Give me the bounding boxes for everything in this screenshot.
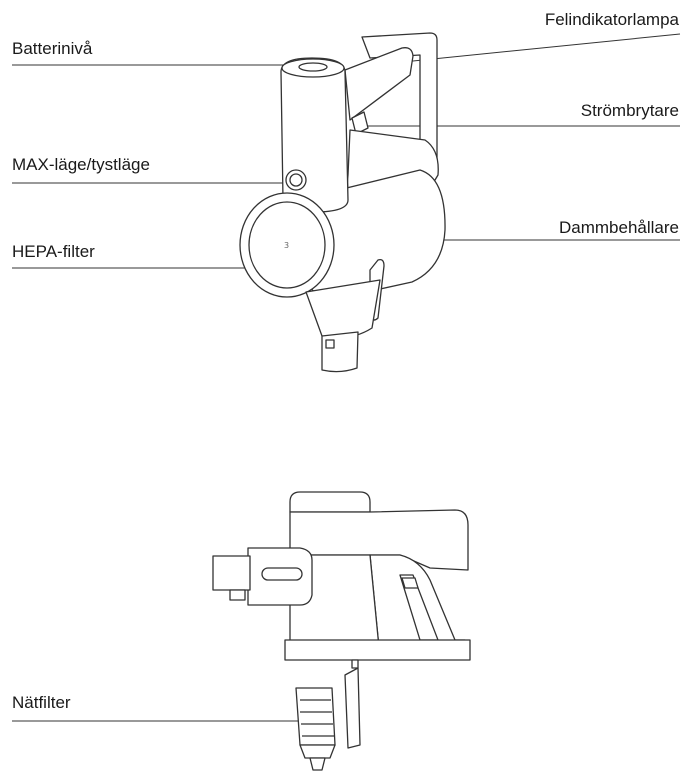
label-batteriniva: Batterinivå [12,39,93,58]
label-strombrytare: Strömbrytare [580,101,679,120]
label-felindikatorlampa: Felindikatorlampa [544,10,679,29]
side-nozzle [212,555,251,591]
label-max-lage: MAX-läge/tystläge [12,155,150,174]
battery-indicator [298,62,328,72]
front-slot [261,567,303,581]
battery-cap [289,491,371,513]
handle-grip [344,47,414,121]
base [284,639,471,661]
side-trigger [401,577,419,589]
vacuum-main-unit-top: 3 [239,32,446,373]
trigger [351,111,369,135]
svg-text:3: 3 [284,241,289,250]
nozzle-tip [321,331,359,373]
vacuum-main-unit-side [212,491,471,771]
label-hepa-filter: HEPA-filter [12,242,95,261]
label-dammbehallare: Dammbehållare [559,218,679,237]
label-natfilter: Nätfilter [12,693,71,712]
hepa-cap-inner [248,201,326,289]
filter-bracket [344,667,361,749]
